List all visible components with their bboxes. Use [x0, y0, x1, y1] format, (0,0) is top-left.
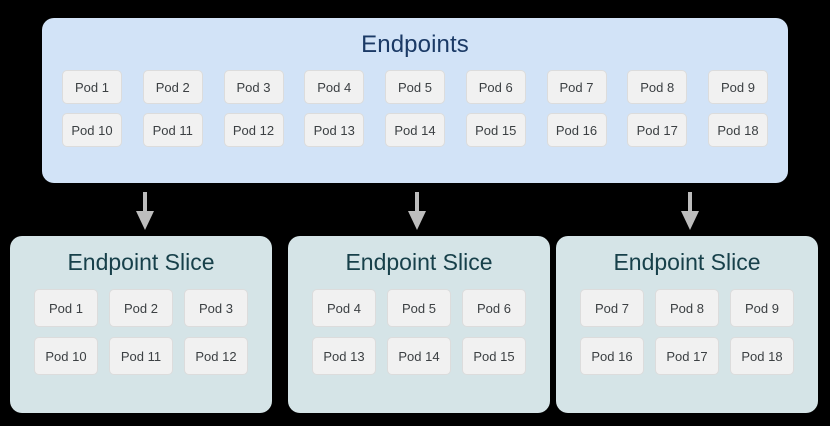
- pod-chip: Pod 14: [387, 337, 451, 375]
- slice-pod-row: Pod 10 Pod 11 Pod 12: [34, 337, 248, 375]
- pod-chip: Pod 13: [304, 113, 365, 147]
- pod-chip: Pod 15: [462, 337, 526, 375]
- pod-chip: Pod 6: [465, 70, 526, 104]
- pod-chip: Pod 5: [385, 70, 445, 104]
- pod-chip: Pod 2: [142, 70, 203, 104]
- pod-chip: Pod 9: [708, 70, 768, 104]
- pod-chip: Pod 16: [580, 337, 644, 375]
- endpoint-slice-panel-1: Endpoint Slice Pod 1 Pod 2 Pod 3 Pod 10 …: [10, 236, 272, 413]
- slice-pod-grid: Pod 1 Pod 2 Pod 3 Pod 10 Pod 11 Pod 12: [10, 276, 272, 375]
- pod-chip: Pod 9: [730, 289, 794, 327]
- slice-pod-grid: Pod 4 Pod 5 Pod 6 Pod 13 Pod 14 Pod 15: [288, 276, 550, 375]
- endpoint-slice-title: Endpoint Slice: [67, 249, 215, 275]
- pod-chip: Pod 13: [312, 337, 376, 375]
- pod-chip: Pod 18: [730, 337, 794, 375]
- pod-chip: Pod 8: [655, 289, 719, 327]
- pod-chip: Pod 17: [627, 113, 688, 147]
- slice-pod-row: Pod 7 Pod 8 Pod 9: [580, 289, 794, 327]
- arrow-down-icon: [406, 192, 428, 230]
- endpoints-pod-row: Pod 1 Pod 2 Pod 3 Pod 4 Pod 5 Pod 6 Pod …: [62, 70, 768, 104]
- pod-chip: Pod 7: [580, 289, 644, 327]
- pod-chip: Pod 16: [546, 113, 607, 147]
- pod-chip: Pod 4: [304, 70, 365, 104]
- pod-chip: Pod 12: [184, 337, 248, 375]
- endpoints-title: Endpoints: [361, 31, 469, 58]
- slice-pod-row: Pod 16 Pod 17 Pod 18: [580, 337, 794, 375]
- endpoints-pod-row: Pod 10 Pod 11 Pod 12 Pod 13 Pod 14 Pod 1…: [62, 113, 768, 147]
- pod-chip: Pod 7: [546, 70, 607, 104]
- endpoints-pod-grid: Pod 1 Pod 2 Pod 3 Pod 4 Pod 5 Pod 6 Pod …: [42, 59, 788, 147]
- pod-chip: Pod 18: [708, 113, 768, 147]
- pod-chip: Pod 4: [312, 289, 376, 327]
- pod-chip: Pod 14: [385, 113, 445, 147]
- pod-chip: Pod 11: [109, 337, 173, 375]
- pod-chip: Pod 1: [34, 289, 98, 327]
- arrow-down-icon: [134, 192, 156, 230]
- pod-chip: Pod 3: [223, 70, 284, 104]
- pod-chip: Pod 10: [62, 113, 122, 147]
- arrow-down-icon: [679, 192, 701, 230]
- pod-chip: Pod 2: [109, 289, 173, 327]
- pod-chip: Pod 15: [465, 113, 526, 147]
- pod-chip: Pod 6: [462, 289, 526, 327]
- pod-chip: Pod 3: [184, 289, 248, 327]
- pod-chip: Pod 8: [627, 70, 688, 104]
- endpoint-slice-panel-2: Endpoint Slice Pod 4 Pod 5 Pod 6 Pod 13 …: [288, 236, 550, 413]
- pod-chip: Pod 17: [655, 337, 719, 375]
- slice-pod-row: Pod 1 Pod 2 Pod 3: [34, 289, 248, 327]
- pod-chip: Pod 10: [34, 337, 98, 375]
- endpoint-slice-panel-3: Endpoint Slice Pod 7 Pod 8 Pod 9 Pod 16 …: [556, 236, 818, 413]
- slice-pod-row: Pod 4 Pod 5 Pod 6: [312, 289, 526, 327]
- slice-pod-row: Pod 13 Pod 14 Pod 15: [312, 337, 526, 375]
- slice-pod-grid: Pod 7 Pod 8 Pod 9 Pod 16 Pod 17 Pod 18: [556, 276, 818, 375]
- pod-chip: Pod 12: [223, 113, 284, 147]
- endpoints-panel: Endpoints Pod 1 Pod 2 Pod 3 Pod 4 Pod 5 …: [42, 18, 788, 183]
- pod-chip: Pod 11: [142, 113, 203, 147]
- endpoint-slice-title: Endpoint Slice: [345, 249, 493, 275]
- pod-chip: Pod 5: [387, 289, 451, 327]
- pod-chip: Pod 1: [62, 70, 122, 104]
- endpoint-slice-title: Endpoint Slice: [613, 249, 761, 275]
